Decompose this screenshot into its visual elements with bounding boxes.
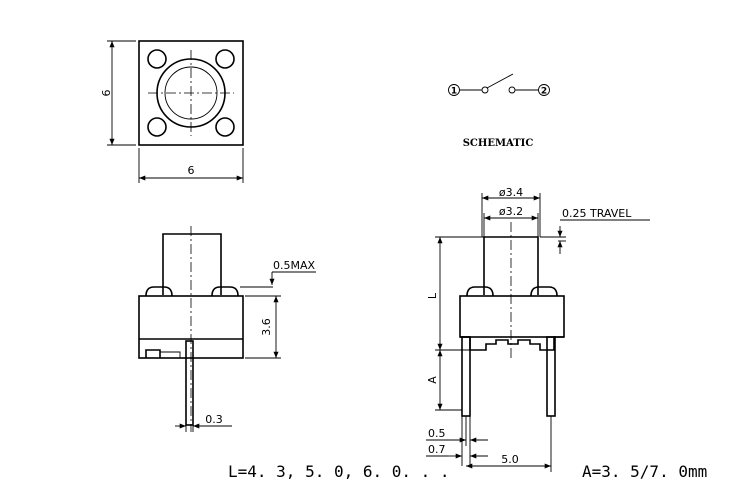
max-dimension-label: 0.5MAX (273, 259, 316, 272)
a-dimension-label: A (426, 376, 439, 384)
front-view-bump (466, 286, 494, 297)
switch-contact (486, 73, 514, 89)
top-view-body (138, 40, 244, 146)
pitch-dimension-label: 5.0 (501, 453, 519, 466)
dim-0-7-label: 0.7 (428, 443, 446, 456)
l-values-note: L=4. 3, 5. 0, 6. 0. . . (228, 462, 450, 481)
side-view: 0.5MAX 3.6 0.3 (138, 226, 316, 432)
top-view-corner-hole (147, 117, 167, 137)
top-view: 6 6 (100, 40, 244, 183)
side-view-pin (185, 340, 194, 426)
schematic-pin-1: 1 (451, 87, 457, 97)
top-view-corner-hole (147, 49, 167, 69)
schematic: 1 2 SCHEMATIC (448, 73, 550, 149)
front-view-body (459, 295, 565, 338)
pin-thickness-label: 0.3 (205, 413, 223, 426)
a-values-note: A=3. 5/7. 0mm (582, 462, 707, 481)
inner-diameter-label: ø3.2 (499, 205, 523, 218)
outer-diameter-label: ø3.4 (499, 186, 523, 199)
schematic-title: SCHEMATIC (463, 138, 534, 149)
height-dimension-label: 6 (100, 90, 113, 97)
side-view-actuator (162, 233, 222, 295)
schematic-pin-2: 2 (541, 87, 547, 97)
l-dimension-label: L (426, 292, 439, 299)
front-view-pin-left (461, 336, 471, 417)
top-view-corner-hole (215, 117, 235, 137)
width-dimension-label: 6 (188, 164, 195, 177)
body-height-dimension-label: 3.6 (260, 318, 273, 336)
front-view-bump (530, 286, 558, 297)
top-view-corner-hole (215, 49, 235, 69)
travel-dimension-label: 0.25 TRAVEL (562, 207, 632, 220)
front-view: ø3.4 ø3.2 0.25 TRAVEL L A 0.5 0.7 (426, 186, 650, 472)
dim-0-5-label: 0.5 (428, 427, 446, 440)
side-view-bump (145, 286, 173, 297)
side-view-bump (211, 286, 239, 297)
